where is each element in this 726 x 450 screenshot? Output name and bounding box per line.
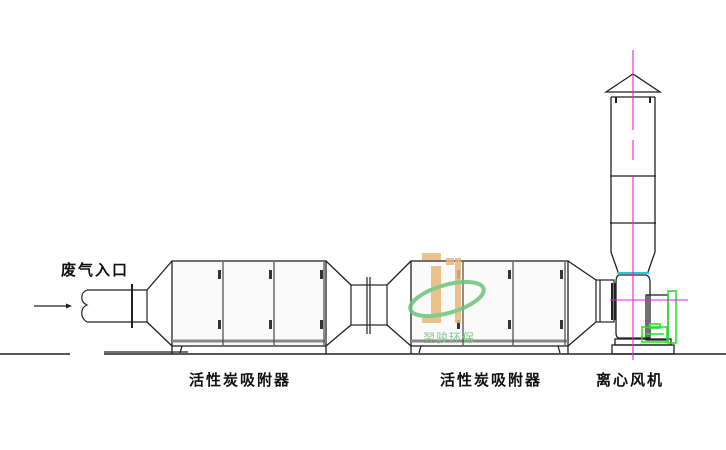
inlet-arrow-icon [34, 303, 72, 309]
adsorber-1 [146, 260, 352, 354]
adsorber-2 [386, 260, 597, 354]
connector-duct [350, 277, 388, 334]
label-inlet: 废气入口 [61, 261, 130, 279]
fan-inlet-duct [595, 279, 616, 323]
motor [641, 290, 677, 344]
door-handles-1 [218, 270, 323, 329]
inlet-pipe [81, 284, 148, 328]
watermark-text: 翌骏环保 [423, 331, 476, 345]
label-fan: 离心风机 [596, 371, 665, 389]
label-adsorber-1: 活性炭吸附器 [189, 371, 292, 389]
watermark-logo [408, 253, 486, 323]
label-adsorber-2: 活性炭吸附器 [440, 371, 543, 389]
centerlines [610, 50, 688, 360]
